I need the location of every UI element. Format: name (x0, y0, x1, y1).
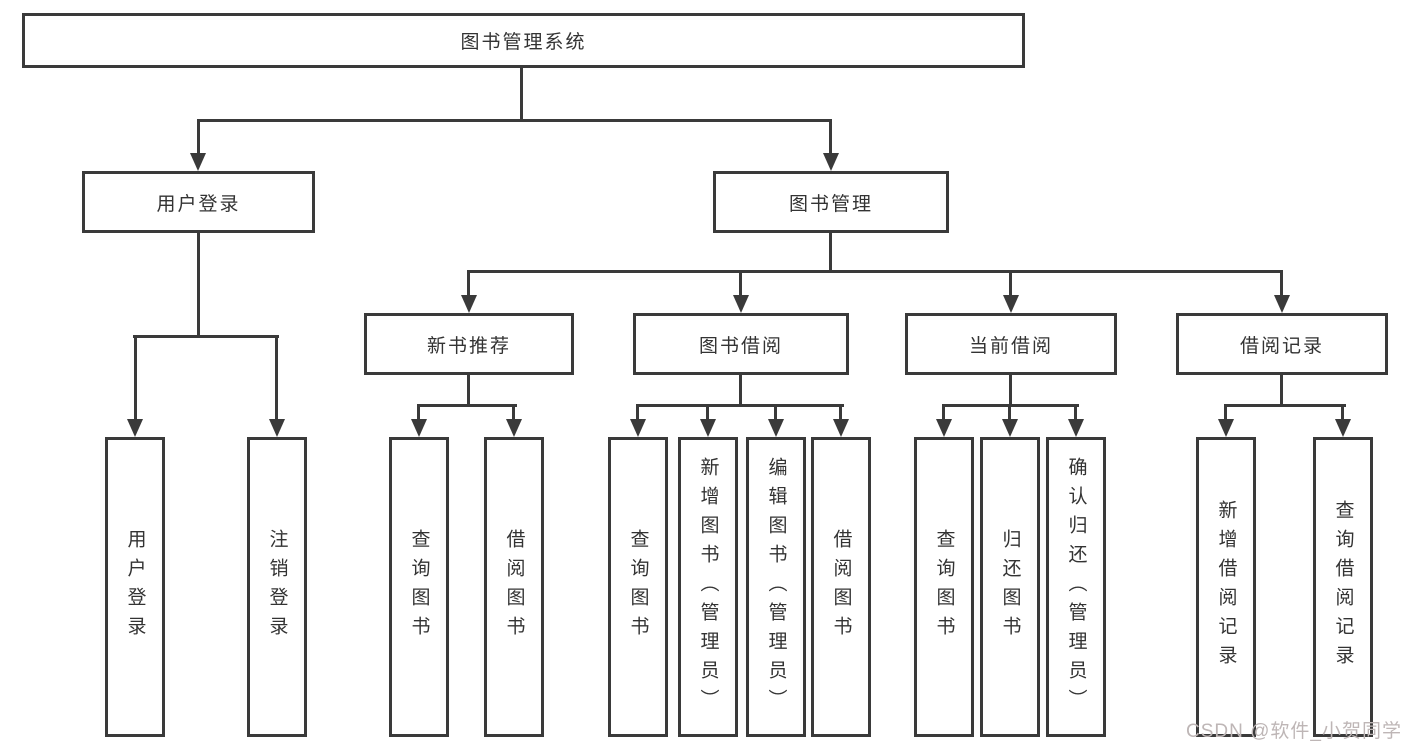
connector-line (839, 404, 842, 421)
arrowhead-down (833, 419, 849, 437)
connector-line (636, 404, 639, 421)
leaf-label: 新增借阅记录 (1215, 500, 1237, 674)
node-book-management: 图书管理 (713, 171, 949, 233)
connector-line (467, 270, 1283, 273)
arrowhead-down (1002, 419, 1018, 437)
leaf-label: 查询图书 (627, 529, 649, 645)
leaf-borrow-books-recommend: 借阅图书 (484, 437, 544, 737)
connector-line (197, 119, 832, 122)
connector-line (1280, 270, 1283, 297)
leaf-label: 查询图书 (933, 529, 955, 645)
connector-line (417, 404, 517, 407)
connector-line (1224, 404, 1227, 421)
node-label: 当前借阅 (968, 335, 1053, 357)
connector-line (1074, 404, 1077, 421)
connector-line (829, 119, 832, 155)
leaf-add-borrow-record: 新增借阅记录 (1196, 437, 1256, 737)
connector-line (134, 335, 137, 421)
leaf-query-borrow-record: 查询借阅记录 (1313, 437, 1373, 737)
connector-line (942, 404, 945, 421)
leaf-label: 确认归还（管理员） (1065, 456, 1087, 718)
node-label: 图书管理 (788, 193, 873, 215)
arrowhead-down (1003, 295, 1019, 313)
connector-line (829, 231, 832, 272)
connector-line (1008, 404, 1011, 421)
leaf-add-books-admin: 新增图书（管理员） (678, 437, 738, 737)
leaf-label: 用户登录 (124, 529, 146, 645)
node-library-management-system: 图书管理系统 (22, 13, 1025, 68)
leaf-label: 借阅图书 (503, 529, 525, 645)
leaf-label: 查询借阅记录 (1332, 500, 1354, 674)
node-label: 新书推荐 (426, 335, 511, 357)
node-current-borrowing: 当前借阅 (905, 313, 1117, 375)
arrowhead-down (1274, 295, 1290, 313)
connector-line (1009, 373, 1012, 406)
leaf-edit-books-admin: 编辑图书（管理员） (746, 437, 806, 737)
connector-line (1341, 404, 1344, 421)
arrowhead-down (269, 419, 285, 437)
arrowhead-down (190, 153, 206, 171)
arrowhead-down (1068, 419, 1084, 437)
leaf-query-books-borrowing: 查询图书 (608, 437, 668, 737)
leaf-query-books-current: 查询图书 (914, 437, 974, 737)
arrowhead-down (127, 419, 143, 437)
leaf-label: 新增图书（管理员） (697, 456, 719, 718)
arrowhead-down (411, 419, 427, 437)
arrowhead-down (936, 419, 952, 437)
node-user-login: 用户登录 (82, 171, 315, 233)
connector-line (774, 404, 777, 421)
arrowhead-down (768, 419, 784, 437)
leaf-return-books: 归还图书 (980, 437, 1040, 737)
arrowhead-down (630, 419, 646, 437)
arrowhead-down (1335, 419, 1351, 437)
connector-line (417, 404, 420, 421)
arrowhead-down (823, 153, 839, 171)
connector-line (197, 119, 200, 155)
connector-line (133, 335, 279, 338)
arrowhead-down (506, 419, 522, 437)
leaf-label: 编辑图书（管理员） (765, 456, 787, 718)
arrowhead-down (733, 295, 749, 313)
connector-line (467, 373, 470, 406)
leaf-label: 归还图书 (999, 529, 1021, 645)
leaf-label: 借阅图书 (830, 529, 852, 645)
leaf-label: 注销登录 (266, 529, 288, 645)
node-new-book-recommend: 新书推荐 (364, 313, 574, 375)
connector-line (739, 270, 742, 297)
connector-line (1280, 373, 1283, 406)
node-label: 借阅记录 (1239, 335, 1324, 357)
connector-line (467, 270, 470, 297)
leaf-user-login: 用户登录 (105, 437, 165, 737)
connector-line (197, 231, 200, 337)
connector-line (636, 404, 844, 407)
connector-line (739, 373, 742, 406)
connector-line (1224, 404, 1346, 407)
leaf-label: 查询图书 (408, 529, 430, 645)
node-label: 图书管理系统 (460, 32, 587, 53)
connector-line (706, 404, 709, 421)
connector-line (512, 404, 515, 421)
connector-line (275, 335, 278, 421)
csdn-watermark: CSDN @软件_小贺同学 (1186, 721, 1402, 742)
node-label: 图书借阅 (698, 335, 783, 357)
connector-line (1009, 270, 1012, 297)
arrowhead-down (461, 295, 477, 313)
node-label: 用户登录 (156, 193, 241, 215)
arrowhead-down (700, 419, 716, 437)
node-borrowing-records: 借阅记录 (1176, 313, 1388, 375)
arrowhead-down (1218, 419, 1234, 437)
node-book-borrowing: 图书借阅 (633, 313, 849, 375)
leaf-query-books-recommend: 查询图书 (389, 437, 449, 737)
leaf-borrow-books: 借阅图书 (811, 437, 871, 737)
leaf-confirm-return-admin: 确认归还（管理员） (1046, 437, 1106, 737)
connector-line (520, 67, 523, 121)
leaf-logout-login: 注销登录 (247, 437, 307, 737)
